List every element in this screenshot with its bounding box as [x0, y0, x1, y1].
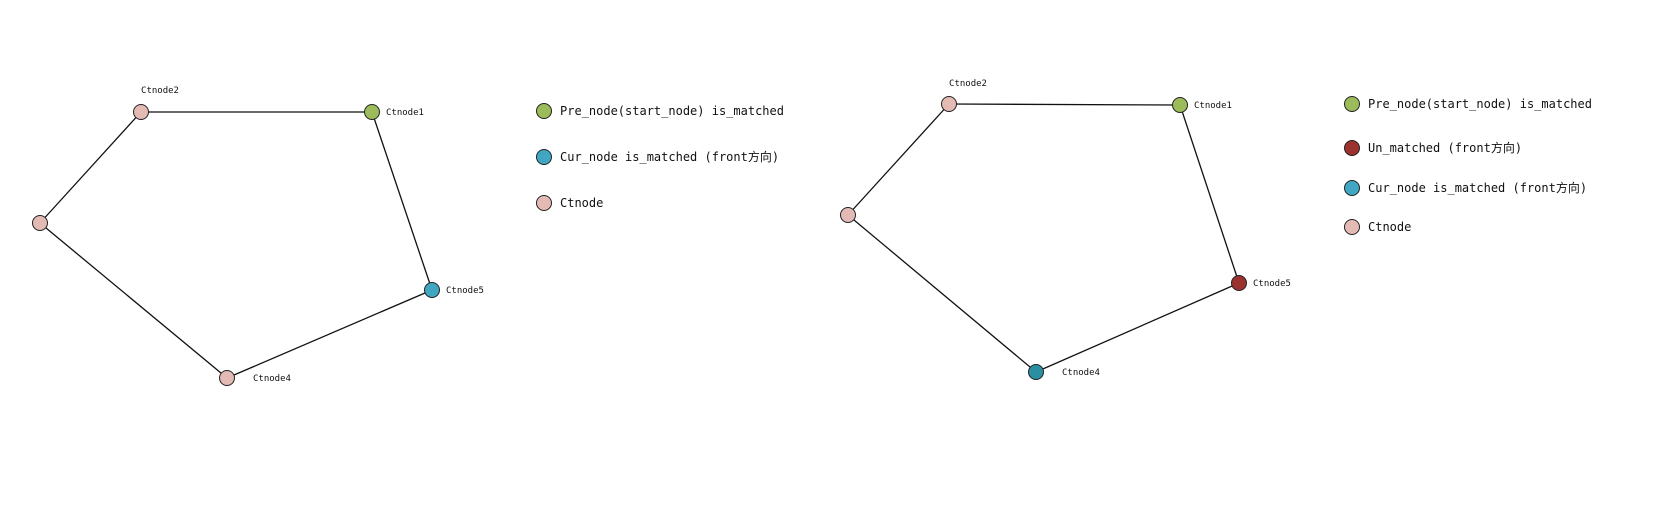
legend-label: Ctnode	[560, 196, 603, 210]
edge-n4-n3	[847, 214, 1037, 373]
node-label: Ctnode1	[1194, 101, 1232, 111]
edge-n5-n4	[1035, 282, 1240, 373]
node-ctnode2	[133, 104, 149, 120]
node-label: Ctnode2	[949, 79, 987, 89]
legend-label: Un_matched (front方向)	[1368, 140, 1522, 155]
node-ctnode5	[1231, 275, 1247, 291]
node-label: Ctnode4	[1062, 368, 1100, 378]
legend-right: Pre_node(start_node) is_matchedUn_matche…	[1344, 96, 1592, 235]
legend-swatch	[1344, 219, 1360, 235]
legend-label: Ctnode	[1368, 220, 1411, 234]
node-ctnode5	[424, 282, 440, 298]
node-unlabeled-n3	[32, 215, 48, 231]
node-unlabeled-n3	[840, 207, 856, 223]
node-ctnode4	[1028, 364, 1044, 380]
node-ctnode2	[941, 96, 957, 112]
legend-label: Cur_node is_matched (front方向)	[1368, 180, 1587, 195]
legend-swatch	[536, 149, 552, 165]
node-label: Ctnode2	[141, 86, 179, 96]
edge-n1-n5	[1179, 104, 1240, 284]
legend-label: Pre_node(start_node) is_matched	[560, 104, 784, 118]
legend-label: Cur_node is_matched (front方向)	[560, 149, 779, 164]
edge-n4-n3	[39, 222, 228, 379]
node-ctnode4	[219, 370, 235, 386]
node-label: Ctnode4	[253, 374, 291, 384]
legend-swatch	[1344, 140, 1360, 156]
legend-swatch	[1344, 96, 1360, 112]
node-label: Ctnode5	[446, 286, 484, 296]
legend-swatch	[536, 103, 552, 119]
edge-n5-n4	[226, 289, 433, 379]
node-ctnode1	[1172, 97, 1188, 113]
legend-swatch	[536, 195, 552, 211]
legend-swatch	[1344, 180, 1360, 196]
node-label: Ctnode1	[386, 108, 424, 118]
legend-left: Pre_node(start_node) is_matchedCur_node …	[536, 103, 784, 211]
edge-n3-n2	[39, 111, 142, 224]
edge-n3-n2	[847, 103, 950, 216]
edge-n1-n5	[371, 111, 433, 291]
edge-n2-n1	[948, 103, 1181, 106]
legend-label: Pre_node(start_node) is_matched	[1368, 97, 1592, 111]
node-label: Ctnode5	[1253, 279, 1291, 289]
node-ctnode1	[364, 104, 380, 120]
